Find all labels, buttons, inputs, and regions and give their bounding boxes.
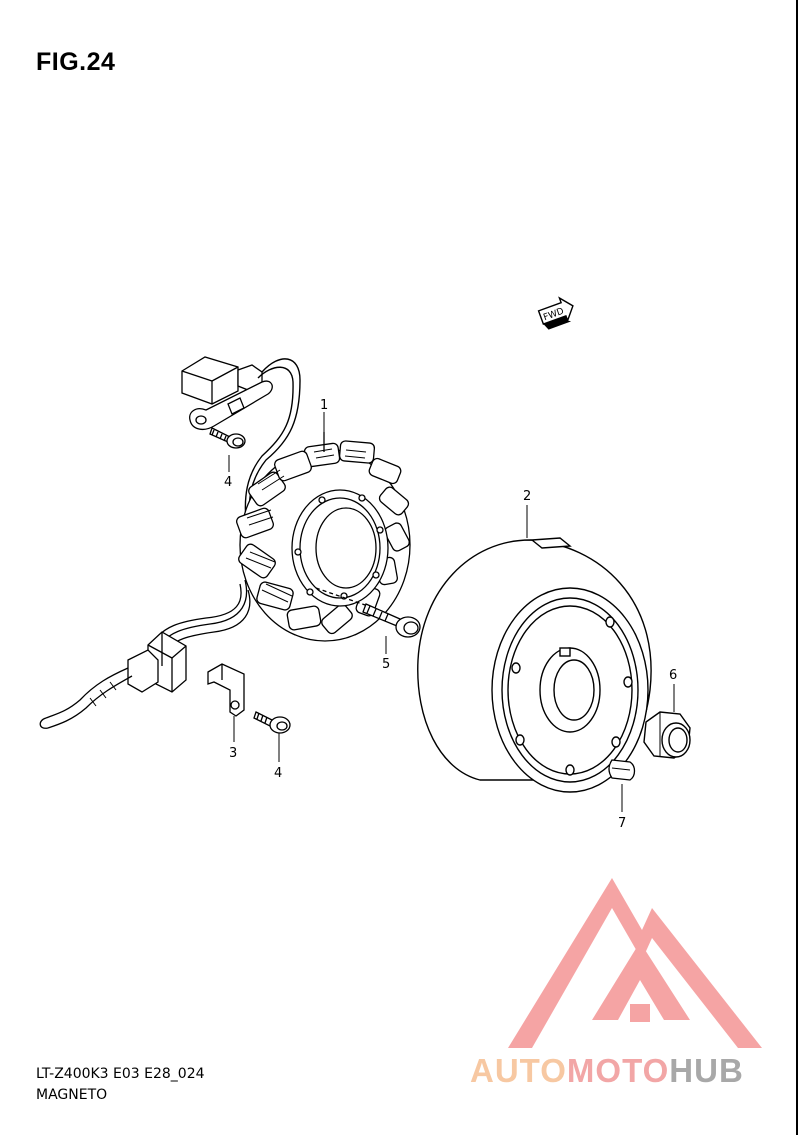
wire-clamp-bracket [189,380,273,431]
bracket-3 [207,663,245,717]
screw-4-lower [253,711,291,734]
callout-2: 2 [523,489,531,504]
stator-coil [236,432,411,642]
callout-1: 1 [320,398,328,413]
rotor-nut-6 [643,711,691,759]
lower-connector [39,631,187,729]
watermark-part-auto: AUTO [470,1052,567,1089]
screw-4-upper [209,427,246,449]
watermark-logo [508,878,762,1048]
callout-5: 5 [382,657,390,672]
upper-connector [181,356,301,521]
watermark-part-hub: HUB [669,1052,744,1089]
watermark-text: AUTOMOTOHUB [470,1052,744,1090]
fwd-badge: FWD [537,296,574,330]
bolt-5 [315,587,421,638]
model-code: LT-Z400K3 E03 E28_024 [36,1066,205,1082]
callout-3: 3 [229,746,237,761]
callout-leaders [228,412,675,812]
figure-title: FIG.24 [36,48,116,76]
watermark-part-moto: MOTO [566,1052,670,1089]
callout-4-upper: 4 [224,475,232,490]
callout-7: 7 [618,816,626,831]
section-name: MAGNETO [36,1087,108,1103]
magneto-rotor [417,505,652,793]
callout-4-lower: 4 [274,766,282,781]
woodruff-key-7 [608,759,636,781]
callout-6: 6 [669,668,677,683]
